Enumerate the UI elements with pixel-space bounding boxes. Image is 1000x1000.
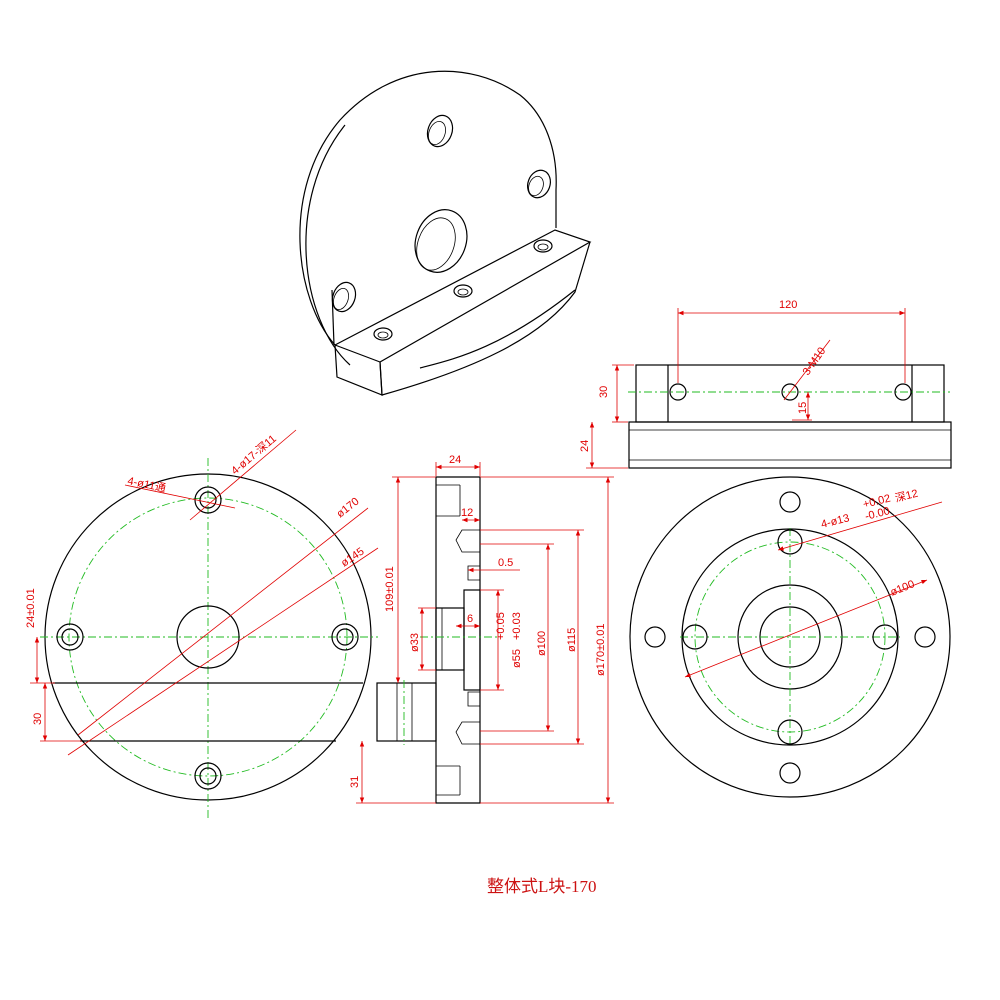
top-view: 120 3-M10 15 30 24 bbox=[579, 299, 952, 469]
dim-top-thread: 3-M10 bbox=[801, 345, 829, 377]
dim-front-counterbore: 4-ø17-深11 bbox=[229, 432, 279, 477]
dim-side-height-31: 31 bbox=[349, 776, 361, 788]
dim-top-height-lower: 24 bbox=[579, 440, 591, 452]
dim-top-hole-offset: 15 bbox=[797, 402, 809, 414]
dim-side-05: 0.5 bbox=[498, 557, 513, 569]
dim-back-holes: 4-ø13 bbox=[820, 512, 851, 531]
dim-side-dia-100: ø100 bbox=[536, 631, 548, 656]
dim-side-tol-plus: +0.05 bbox=[495, 612, 507, 640]
dim-front-lip-height: 24±0.01 bbox=[25, 588, 37, 628]
side-view: 24 109±0.01 31 12 0.5 6 ø33 ø55 +0.05 +0… bbox=[349, 454, 614, 804]
dim-front-pcd: ø145 bbox=[339, 546, 367, 570]
dim-back-holes-tol-minus: -0.00 bbox=[864, 505, 891, 523]
dim-side-tol-minus: +0.03 bbox=[511, 612, 523, 640]
dim-back-holes-depth: 深12 bbox=[894, 487, 920, 505]
dim-front-step-height: 30 bbox=[32, 713, 44, 725]
dim-side-dia-170: ø170±0.01 bbox=[595, 623, 607, 676]
dim-side-dia-55: ø55 bbox=[511, 649, 523, 668]
dim-side-height-109: 109±0.01 bbox=[384, 566, 396, 612]
isometric-view bbox=[299, 70, 592, 396]
dim-top-span: 120 bbox=[779, 299, 797, 311]
drawing-caption: 整体式L块-170 bbox=[487, 877, 597, 896]
dim-side-12: 12 bbox=[461, 507, 473, 519]
dim-side-dia-115: ø115 bbox=[566, 628, 578, 652]
dim-side-6: 6 bbox=[467, 613, 473, 625]
dim-top-height-upper: 30 bbox=[598, 386, 610, 398]
dim-side-width: 24 bbox=[449, 454, 461, 466]
back-view: 4-ø13 +0.02 -0.00 深12 ø100 bbox=[629, 476, 951, 798]
front-view: 4-ø17-深11 4-ø11通 ø170 ø145 24±0.01 30 bbox=[25, 429, 379, 818]
dim-back-pcd: ø100 bbox=[889, 578, 917, 599]
dim-side-dia-33: ø33 bbox=[409, 633, 421, 652]
